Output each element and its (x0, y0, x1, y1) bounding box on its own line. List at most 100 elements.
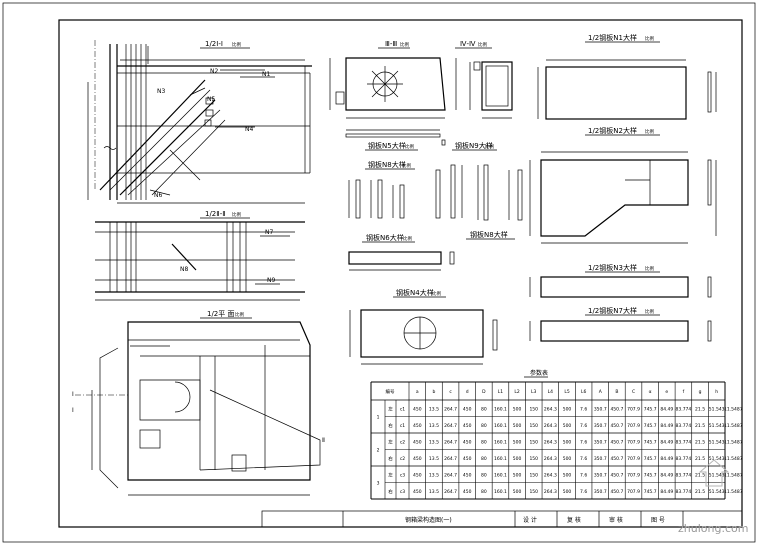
table-header-cell: h (715, 389, 718, 395)
marker-n1: N1 (262, 71, 270, 78)
table-cell: 450 (463, 423, 472, 429)
table-cell: 350.7 (594, 472, 607, 478)
table-cell: 84.49 (660, 472, 673, 478)
table-cell: 160.1 (494, 423, 507, 429)
table-cell: 707.9 (627, 423, 640, 429)
plate-n3-scale: 比例 (645, 265, 654, 272)
table-code-cell: c3 (400, 489, 405, 495)
table-cell: 21.5 (695, 406, 705, 412)
marker-n3: N3 (157, 88, 165, 95)
plate-n6-scale: 比例 (403, 235, 412, 242)
table-cell: 500 (513, 406, 522, 412)
table-cell: 160.1 (494, 439, 507, 445)
section-4-4-title: Ⅳ-Ⅳ (460, 40, 476, 48)
table-cell: 80 (481, 472, 487, 478)
table-cell: 707.9 (627, 472, 640, 478)
table-code-cell: c3 (400, 472, 405, 478)
table-cell: 264.7 (444, 406, 457, 412)
table-code-cell: c1 (400, 406, 405, 412)
table-cell: 264.7 (444, 423, 457, 429)
table-cell: 450 (413, 489, 422, 495)
table-cell: 51.543 (709, 439, 725, 445)
table-cell: 450 (413, 456, 422, 462)
table-cell: 160.1 (494, 472, 507, 478)
table-cell: 500 (563, 423, 572, 429)
section-1-1-scale: 比例 (232, 41, 241, 48)
table-cell: 500 (513, 456, 522, 462)
table-side-cell: 右 (388, 455, 393, 462)
table-cell: 11.5487 (724, 406, 743, 412)
table-cell: 745.7 (644, 406, 657, 412)
table-cell: 83.774 (676, 406, 692, 412)
table-group-id: 2 (377, 448, 380, 454)
section-4-4-view: Ⅳ-Ⅳ 比例 (455, 40, 513, 119)
table-code-cell: c1 (400, 423, 405, 429)
table-header-cell: D (482, 389, 486, 395)
review-label: 复 核 (567, 516, 581, 524)
plate-n7-view: 1/2钢板N7大样 比例 (529, 306, 712, 342)
table-cell: 13.5 (429, 472, 439, 478)
table-cell: 150 (529, 456, 538, 462)
table-cell: 450.7 (610, 423, 623, 429)
table-cell: 83.774 (676, 439, 692, 445)
table-cell: 450 (463, 472, 472, 478)
table-cell: 745.7 (644, 423, 657, 429)
table-cell: 150 (529, 489, 538, 495)
svg-text:Ⅰ: Ⅰ (72, 407, 74, 414)
table-cell: 83.774 (676, 456, 692, 462)
table-cell: 450.7 (610, 456, 623, 462)
table-cell: 500 (563, 439, 572, 445)
table-title: 参数表 (530, 369, 548, 377)
table-cell: 745.7 (644, 439, 657, 445)
table-cell: 80 (481, 406, 487, 412)
plan-half-title: 1/2平 面 (207, 310, 235, 318)
table-cell: 264.3 (544, 489, 557, 495)
plate-n2-title: 1/2钢板N2大样 (588, 126, 637, 135)
design-label: 设 计 (523, 516, 537, 524)
figure-label: 图 号 (651, 517, 665, 524)
table-cell: 450 (463, 439, 472, 445)
table-cell: 21.5 (695, 439, 705, 445)
table-cell: 500 (513, 489, 522, 495)
table-cell: 21.5 (695, 489, 705, 495)
table-cell: 80 (481, 423, 487, 429)
table-header-cell: e (665, 390, 668, 395)
table-cell: 450.7 (610, 489, 623, 495)
table-cell: 500 (563, 472, 572, 478)
section-1-1-view: 1/2Ⅰ-Ⅰ 比例 (87, 40, 312, 204)
table-cell: 7.6 (580, 423, 587, 429)
marker-n5: N5 (207, 96, 215, 103)
table-cell: 160.1 (494, 406, 507, 412)
table-cell: 500 (513, 472, 522, 478)
table-cell: 745.7 (644, 456, 657, 462)
plate-n1-scale: 比例 (645, 35, 654, 42)
table-cell: 7.6 (580, 439, 587, 445)
table-side-cell: 左 (388, 405, 393, 412)
plate-n3-title: 1/2钢板N3大样 (588, 263, 637, 272)
plate-n5-title: 钢板N5大样 (368, 141, 406, 150)
table-cell: 500 (513, 423, 522, 429)
table-cell: 11.5487 (724, 472, 743, 478)
plate-n5-view: 钢板N5大样 比例 (345, 129, 446, 151)
section-3-3-view: Ⅲ-Ⅲ 比例 (329, 40, 457, 119)
section-4-4-scale: 比例 (478, 41, 487, 48)
table-cell: 745.7 (644, 472, 657, 478)
table-cell: 350.7 (594, 489, 607, 495)
table-cell: 264.7 (444, 456, 457, 462)
table-cell: 21.5 (695, 472, 705, 478)
table-side-cell: 右 (388, 488, 393, 495)
marker-n8: N8 (180, 266, 188, 273)
marker-n9: N9 (267, 277, 275, 284)
table-header-cell: L1 (498, 389, 504, 395)
table-cell: 450 (463, 489, 472, 495)
section-2-2-title: 1/2Ⅱ-Ⅱ (205, 210, 226, 218)
table-cell: 83.774 (676, 472, 692, 478)
svg-text:Ⅱ: Ⅱ (322, 437, 325, 444)
table-cell: 500 (563, 406, 572, 412)
table-cell: 21.5 (695, 423, 705, 429)
table-cell: 51.543 (709, 472, 725, 478)
plate-n8-title: 钢板N8大样 (368, 160, 406, 169)
